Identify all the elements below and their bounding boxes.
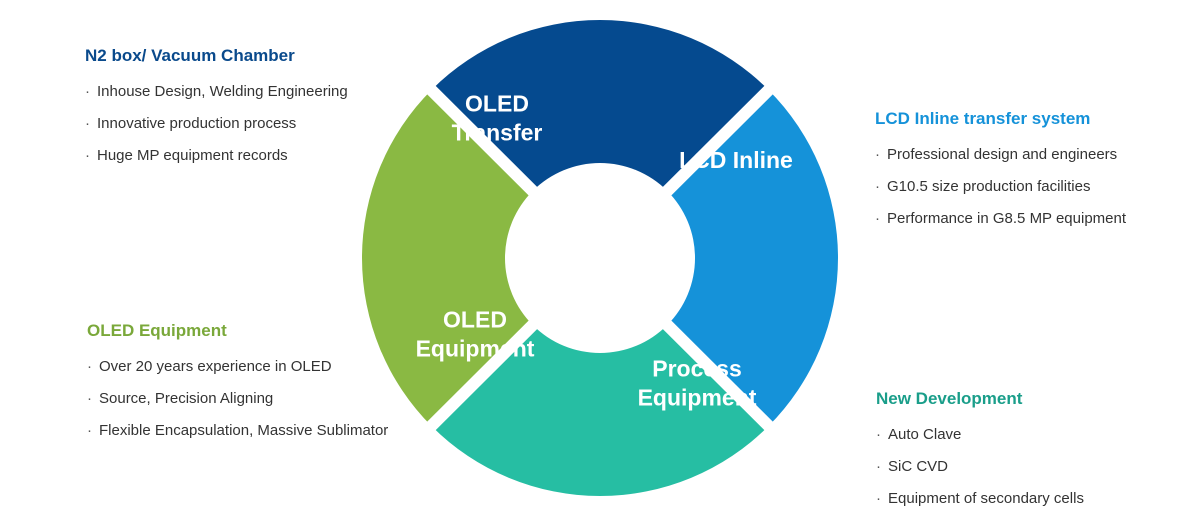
list-item-text: Source, Precision Aligning: [99, 390, 274, 407]
list-item-text: Auto Clave: [888, 426, 962, 443]
list-item-text: SiC CVD: [888, 458, 949, 475]
oled-transfer-segment: [431, 20, 769, 191]
list-item-text: Huge MP equipment records: [97, 147, 288, 164]
n2-vacuum-chamber-title: N2 box/ Vacuum Chamber: [85, 46, 295, 65]
list-item: · Inhouse Design, Welding Engineering: [85, 76, 348, 108]
oled-equipment-section: OLED Equipment · Over 20 years experience…: [87, 320, 388, 447]
new-development-title: New Development: [876, 389, 1023, 408]
lcd-inline-segment: [667, 89, 838, 427]
list-item-text: G10.5 size production facilities: [887, 178, 1091, 195]
list-item: · Innovative production process: [85, 108, 348, 140]
n2-vacuum-chamber-section: N2 box/ Vacuum Chamber · Inhouse Design, …: [85, 45, 348, 172]
bullet-icon: ·: [85, 147, 90, 164]
bullet-icon: ·: [876, 490, 881, 507]
oled-equipment-segment: [362, 89, 533, 427]
n2-vacuum-chamber-list: · Inhouse Design, Welding Engineering · In…: [85, 76, 348, 172]
oled-equipment-list: · Over 20 years experience in OLED · Sourc…: [87, 351, 388, 447]
bullet-icon: ·: [876, 458, 881, 475]
new-development-section: New Development · Auto Clave · SiC CVD · Eq…: [876, 388, 1084, 515]
list-item: · Source, Precision Aligning: [87, 383, 388, 415]
list-item: · Over 20 years experience in OLED: [87, 351, 388, 383]
lcd-inline-label: LCD Inline: [679, 147, 793, 173]
oled-equipment-title: OLED Equipment: [87, 321, 227, 340]
bullet-icon: ·: [85, 83, 90, 100]
list-item: · Flexible Encapsulation, Massive Sublima…: [87, 415, 388, 447]
list-item: · Performance in G8.5 MP equipment: [875, 203, 1126, 235]
list-item-text: Professional design and engineers: [887, 146, 1118, 163]
new-development-list: · Auto Clave · SiC CVD · Equipment of secon…: [876, 419, 1084, 515]
bullet-icon: ·: [85, 115, 90, 132]
list-item: · SiC CVD: [876, 451, 1084, 483]
list-item-text: Performance in G8.5 MP equipment: [887, 210, 1127, 227]
list-item: · Equipment of secondary cells: [876, 483, 1084, 515]
list-item: · Huge MP equipment records: [85, 140, 348, 172]
bullet-icon: ·: [87, 358, 92, 375]
bullet-icon: ·: [875, 178, 880, 195]
list-item: · G10.5 size production facilities: [875, 171, 1126, 203]
lcd-inline-title: LCD Inline transfer system: [875, 109, 1091, 128]
bullet-icon: ·: [876, 426, 881, 443]
list-item-text: Inhouse Design, Welding Engineering: [97, 83, 348, 100]
list-item: · Professional design and engineers: [875, 139, 1126, 171]
list-item-text: Equipment of secondary cells: [888, 490, 1084, 507]
bullet-icon: ·: [87, 390, 92, 407]
lcd-inline-section: LCD Inline transfer system · Professional…: [875, 108, 1126, 235]
list-item-text: Flexible Encapsulation, Massive Sublimat…: [99, 422, 389, 439]
list-item-text: Innovative production process: [97, 115, 297, 132]
bullet-icon: ·: [875, 146, 880, 163]
lcd-inline-list: · Professional design and engineers · G10.…: [875, 139, 1126, 235]
bullet-icon: ·: [87, 422, 92, 439]
process-equipment-segment: [431, 325, 769, 496]
bullet-icon: ·: [875, 210, 880, 227]
list-item-text: Over 20 years experience in OLED: [99, 358, 332, 375]
list-item: · Auto Clave: [876, 419, 1084, 451]
